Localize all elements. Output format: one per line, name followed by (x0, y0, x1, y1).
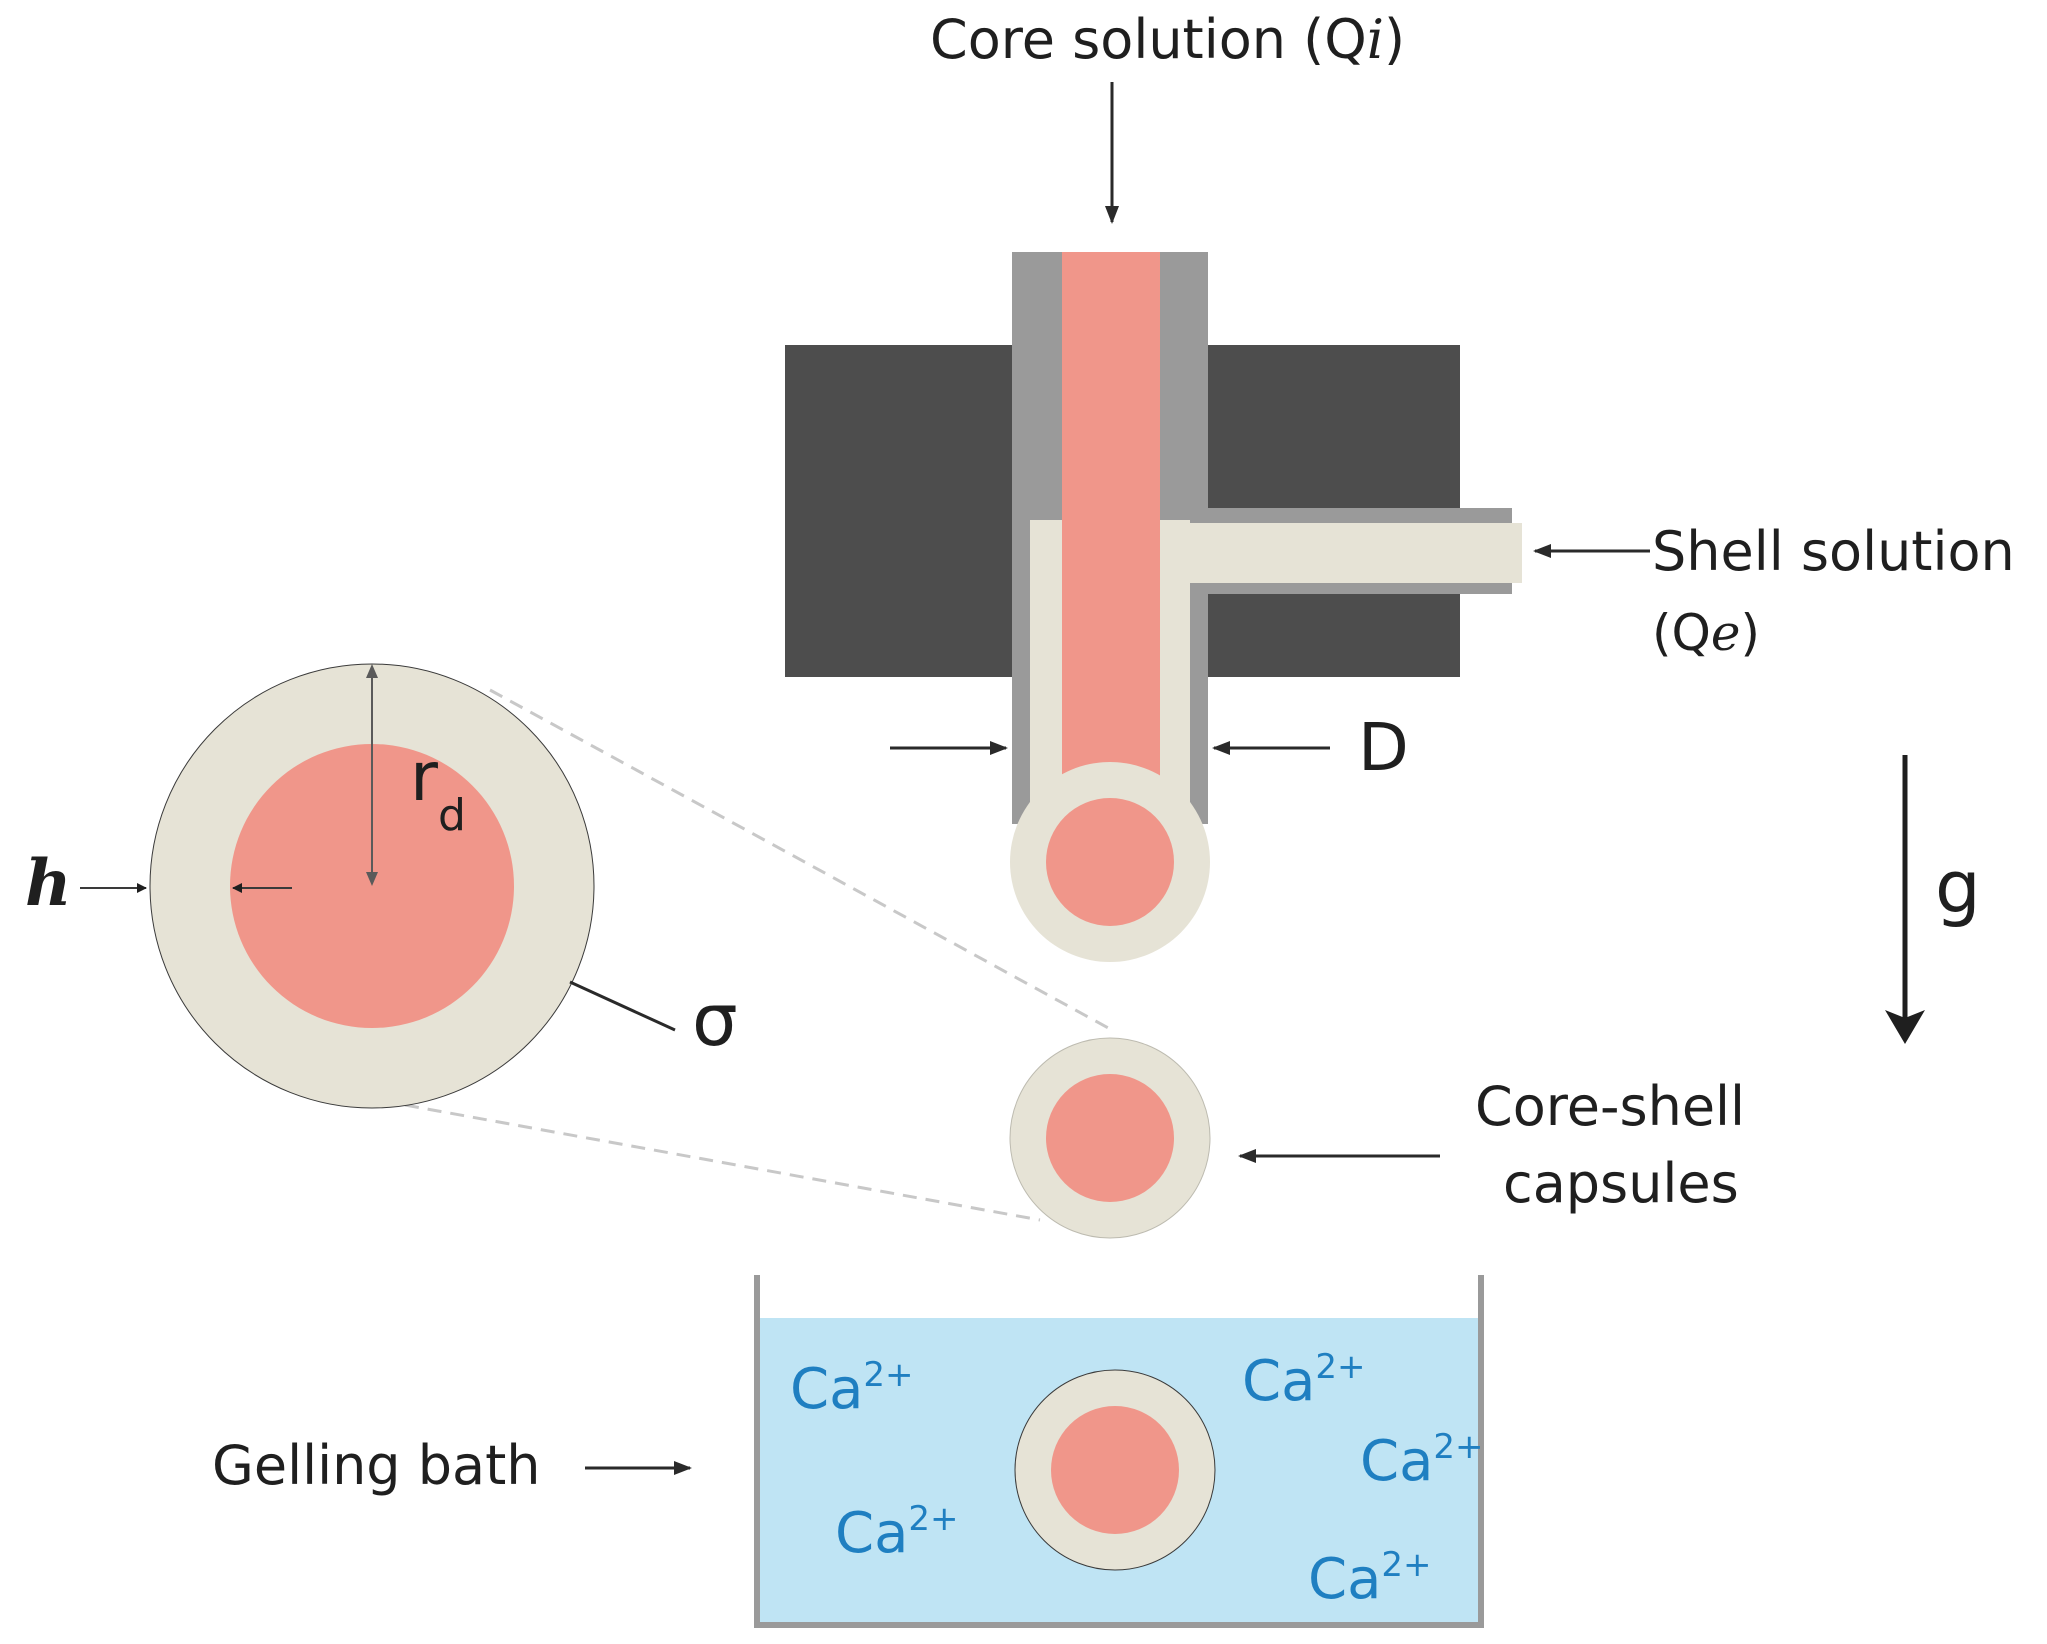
gelling-bath-label: Gelling bath (212, 1434, 541, 1497)
shell-fill-inlet (1160, 523, 1522, 583)
surface-tension-pointer (569, 980, 676, 1032)
calcium-ion-1: Ca2+ (790, 1355, 914, 1422)
gravity-label: g (1935, 845, 1981, 929)
bath-container (754, 1275, 1484, 1628)
zoom-line-top (489, 688, 1113, 1032)
radius-arrowhead-bottom (366, 872, 378, 886)
forming-drop-core (1046, 798, 1174, 926)
gelling-bath (754, 1275, 1484, 1628)
core-solution-label: Core solution (Qi) (930, 8, 1405, 71)
radius-subscript: d (438, 790, 466, 841)
thickness-label: h (25, 846, 72, 921)
radius-label: r (410, 738, 438, 817)
shell-solution-flow-label: (Qe) (1652, 604, 1760, 662)
shell-solution-label: Shell solution (1652, 520, 2015, 583)
bath-capsule-core (1051, 1406, 1179, 1534)
core-channel (1062, 252, 1160, 852)
calcium-ion-5: Ca2+ (1308, 1545, 1432, 1612)
falling-capsule (1009, 1037, 1211, 1239)
capsules-label-line1: Core-shell (1475, 1075, 1745, 1138)
calcium-ion-3: Ca2+ (1360, 1427, 1484, 1494)
diameter-label: D (1358, 709, 1409, 786)
falling-capsule-core (1046, 1074, 1174, 1202)
nozzle (785, 252, 1522, 962)
surface-tension-label: σ (692, 978, 738, 1062)
calcium-ion-4: Ca2+ (835, 1499, 959, 1566)
radius-arrowhead-top (366, 664, 378, 678)
capsules-label-line2: capsules (1503, 1152, 1739, 1215)
zoom-line-bottom (404, 1103, 1041, 1222)
calcium-ion-2: Ca2+ (1242, 1347, 1366, 1414)
